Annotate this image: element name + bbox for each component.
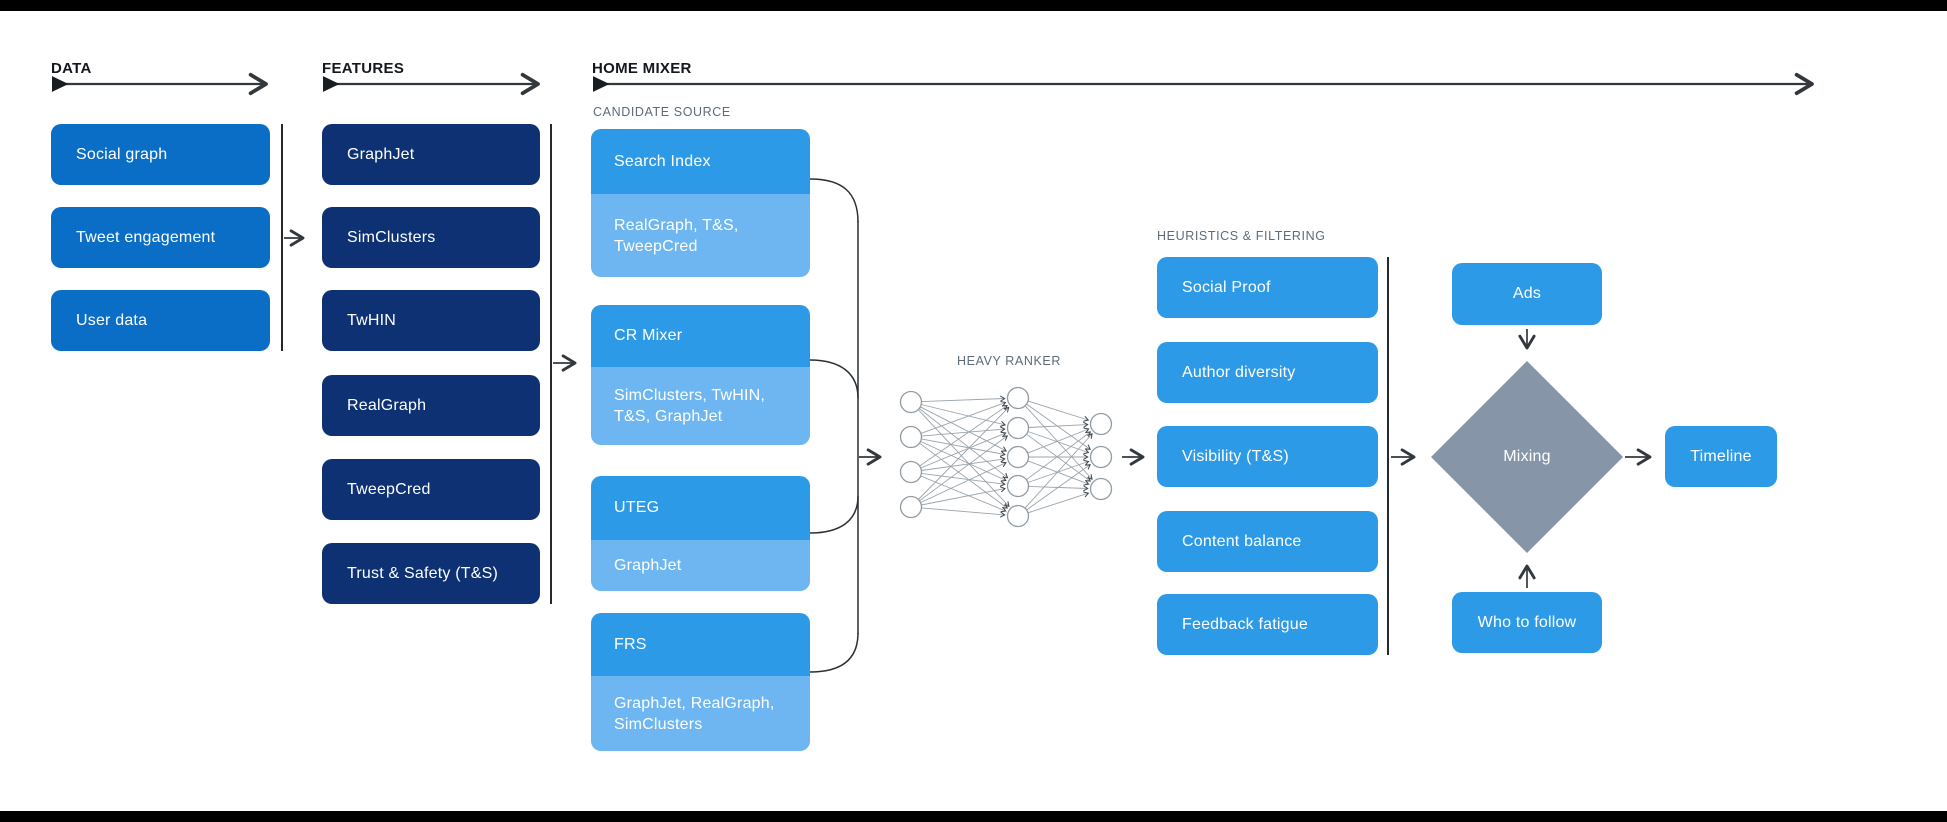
feature-box-tweepcred: TweepCred <box>322 459 540 520</box>
heuristic-box-label: Feedback fatigue <box>1182 615 1308 633</box>
heuristic-box-feedback-fatigue: Feedback fatigue <box>1157 594 1378 655</box>
feature-box-label: SimClusters <box>347 228 436 246</box>
uteg-connector <box>809 495 859 534</box>
data-box-label: Social graph <box>76 145 168 163</box>
home-mixer-section-header: HOME MIXER <box>592 60 692 77</box>
heuristic-box-label: Social Proof <box>1182 278 1271 296</box>
candidate-name: UTEG <box>614 499 660 516</box>
data-box-tweet-engagement: Tweet engagement <box>51 207 270 268</box>
ads-box: Ads <box>1452 263 1602 325</box>
heuristic-box-label: Visibility (T&S) <box>1182 447 1289 465</box>
top-letterbox-bar <box>0 0 1947 11</box>
candidate-uteg: UTEG <box>591 476 810 540</box>
feature-box-trust-safety: Trust & Safety (T&S) <box>322 543 540 604</box>
data-section-header: DATA <box>51 60 92 77</box>
heuristic-box-visibility: Visibility (T&S) <box>1157 426 1378 487</box>
frs-connector <box>809 632 859 673</box>
feature-box-label: Trust & Safety (T&S) <box>347 564 498 582</box>
candidate-name: CR Mixer <box>614 327 683 344</box>
heavy-ranker-label: HEAVY RANKER <box>957 354 1061 368</box>
feature-box-graphjet: GraphJet <box>322 124 540 185</box>
ads-label: Ads <box>1512 285 1542 302</box>
heuristic-box-label: Author diversity <box>1182 363 1296 381</box>
heuristic-box-content-balance: Content balance <box>1157 511 1378 572</box>
candidate-features: SimClusters, TwHIN, T&S, GraphJet <box>614 387 766 425</box>
candidate-frs-features: GraphJet, RealGraph, SimClusters <box>591 676 810 751</box>
feature-box-simclusters: SimClusters <box>322 207 540 268</box>
candidate-uteg-features: GraphJet <box>591 540 810 591</box>
candidate-name: FRS <box>614 635 647 653</box>
feature-box-label: RealGraph <box>347 396 427 414</box>
timeline-label: Timeline <box>1690 447 1752 465</box>
search-index-connector <box>809 178 859 223</box>
feature-box-label: TwHIN <box>347 311 396 329</box>
data-box-user-data: User data <box>51 290 270 351</box>
candidate-features: GraphJet, RealGraph, SimClusters <box>614 694 775 733</box>
data-box-label: User data <box>76 311 148 329</box>
candidate-cr-mixer-features: SimClusters, TwHIN, T&S, GraphJet <box>591 367 810 445</box>
heavy-ranker-network <box>899 386 1113 528</box>
data-box-social-graph: Social graph <box>51 124 270 185</box>
timeline-box: Timeline <box>1665 426 1777 487</box>
who-to-follow-box: Who to follow <box>1452 592 1602 653</box>
mixing-label: Mixing <box>1503 448 1551 465</box>
feature-box-realgraph: RealGraph <box>322 375 540 436</box>
candidate-features: RealGraph, T&S, TweepCred <box>614 216 739 255</box>
candidate-name: Search Index <box>614 152 711 170</box>
candidate-cr-mixer: CR Mixer <box>591 305 810 367</box>
feature-box-label: GraphJet <box>347 145 415 163</box>
candidate-search-index: Search Index <box>591 129 810 194</box>
candidate-source-label: CANDIDATE SOURCE <box>593 105 731 119</box>
candidate-search-index-features: RealGraph, T&S, TweepCred <box>591 194 810 277</box>
candidate-frs: FRS <box>591 613 810 676</box>
data-box-label: Tweet engagement <box>76 228 216 246</box>
who-to-follow-label: Who to follow <box>1477 613 1577 631</box>
candidate-features: GraphJet <box>614 557 682 574</box>
heuristics-filtering-label: HEURISTICS & FILTERING <box>1157 229 1326 243</box>
feature-box-twhin: TwHIN <box>322 290 540 351</box>
bottom-letterbox-bar <box>0 811 1947 822</box>
heuristic-box-label: Content balance <box>1182 532 1302 550</box>
mixing-diamond <box>1431 361 1623 553</box>
cr-mixer-connector <box>809 359 859 399</box>
heuristic-box-social-proof: Social Proof <box>1157 257 1378 318</box>
feature-box-label: TweepCred <box>347 480 431 498</box>
features-section-header: FEATURES <box>322 60 405 77</box>
heuristic-box-author-diversity: Author diversity <box>1157 342 1378 403</box>
